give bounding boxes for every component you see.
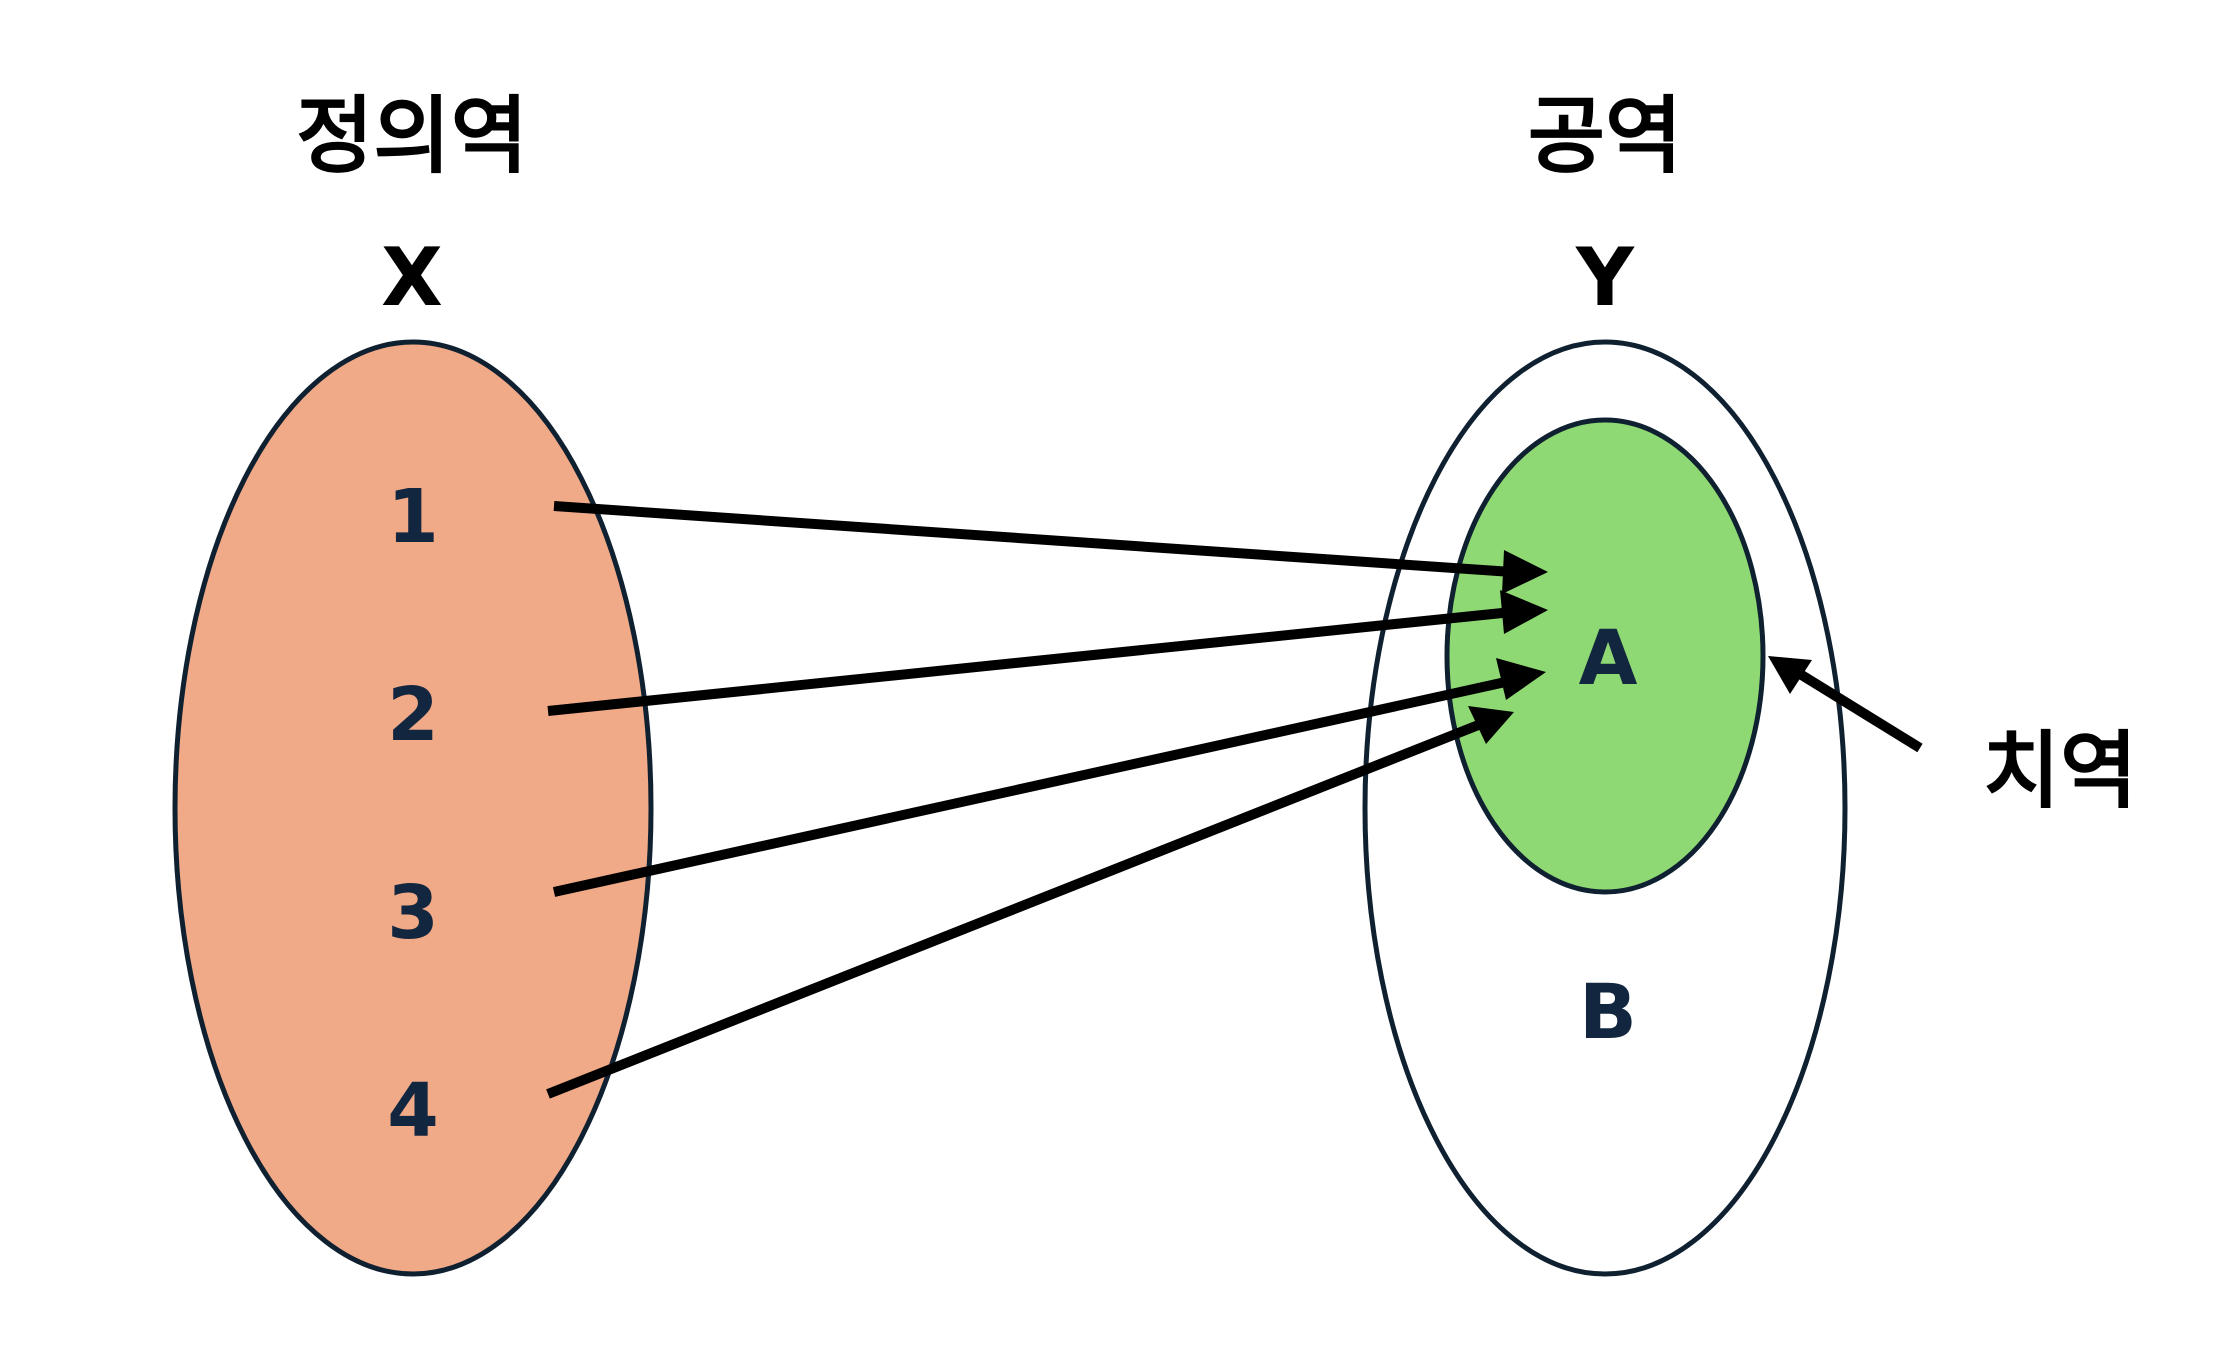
range-region-label: A	[1579, 613, 1638, 702]
mapping-arrow-4	[546, 706, 1514, 1099]
arrow-shaft	[546, 717, 1488, 1099]
domain-set-ellipse	[172, 339, 654, 1277]
domain-element: 4	[387, 1068, 439, 1154]
range-set-ellipse	[1444, 417, 1766, 895]
range-pointer-arrow	[1768, 656, 1923, 753]
arrow-head-icon	[1768, 656, 1812, 694]
arrow-head-icon	[1468, 706, 1514, 744]
arrow-shaft	[1797, 669, 1923, 753]
domain-element: 2	[387, 672, 439, 758]
arrow-shaft	[552, 676, 1512, 897]
range-heading: 치역	[1983, 722, 2138, 820]
mapping-arrow-2	[547, 590, 1548, 716]
codomain-heading: 공역	[1528, 87, 1683, 185]
arrow-head-icon	[1496, 658, 1546, 700]
domain-set-name: X	[381, 231, 443, 324]
codomain-rest-label: B	[1579, 967, 1637, 1056]
arrow-head-icon	[1500, 590, 1548, 634]
domain-element: 1	[387, 474, 439, 560]
domain-element: 3	[387, 870, 439, 956]
domain-heading: 정의역	[296, 87, 528, 185]
mapping-arrow-3	[552, 658, 1546, 897]
arrow-shaft	[547, 607, 1513, 716]
mapping-arrow-1	[553, 501, 1548, 594]
codomain-set-name: Y	[1575, 231, 1635, 324]
arrow-head-icon	[1502, 550, 1548, 594]
arrow-shaft	[553, 501, 1513, 577]
